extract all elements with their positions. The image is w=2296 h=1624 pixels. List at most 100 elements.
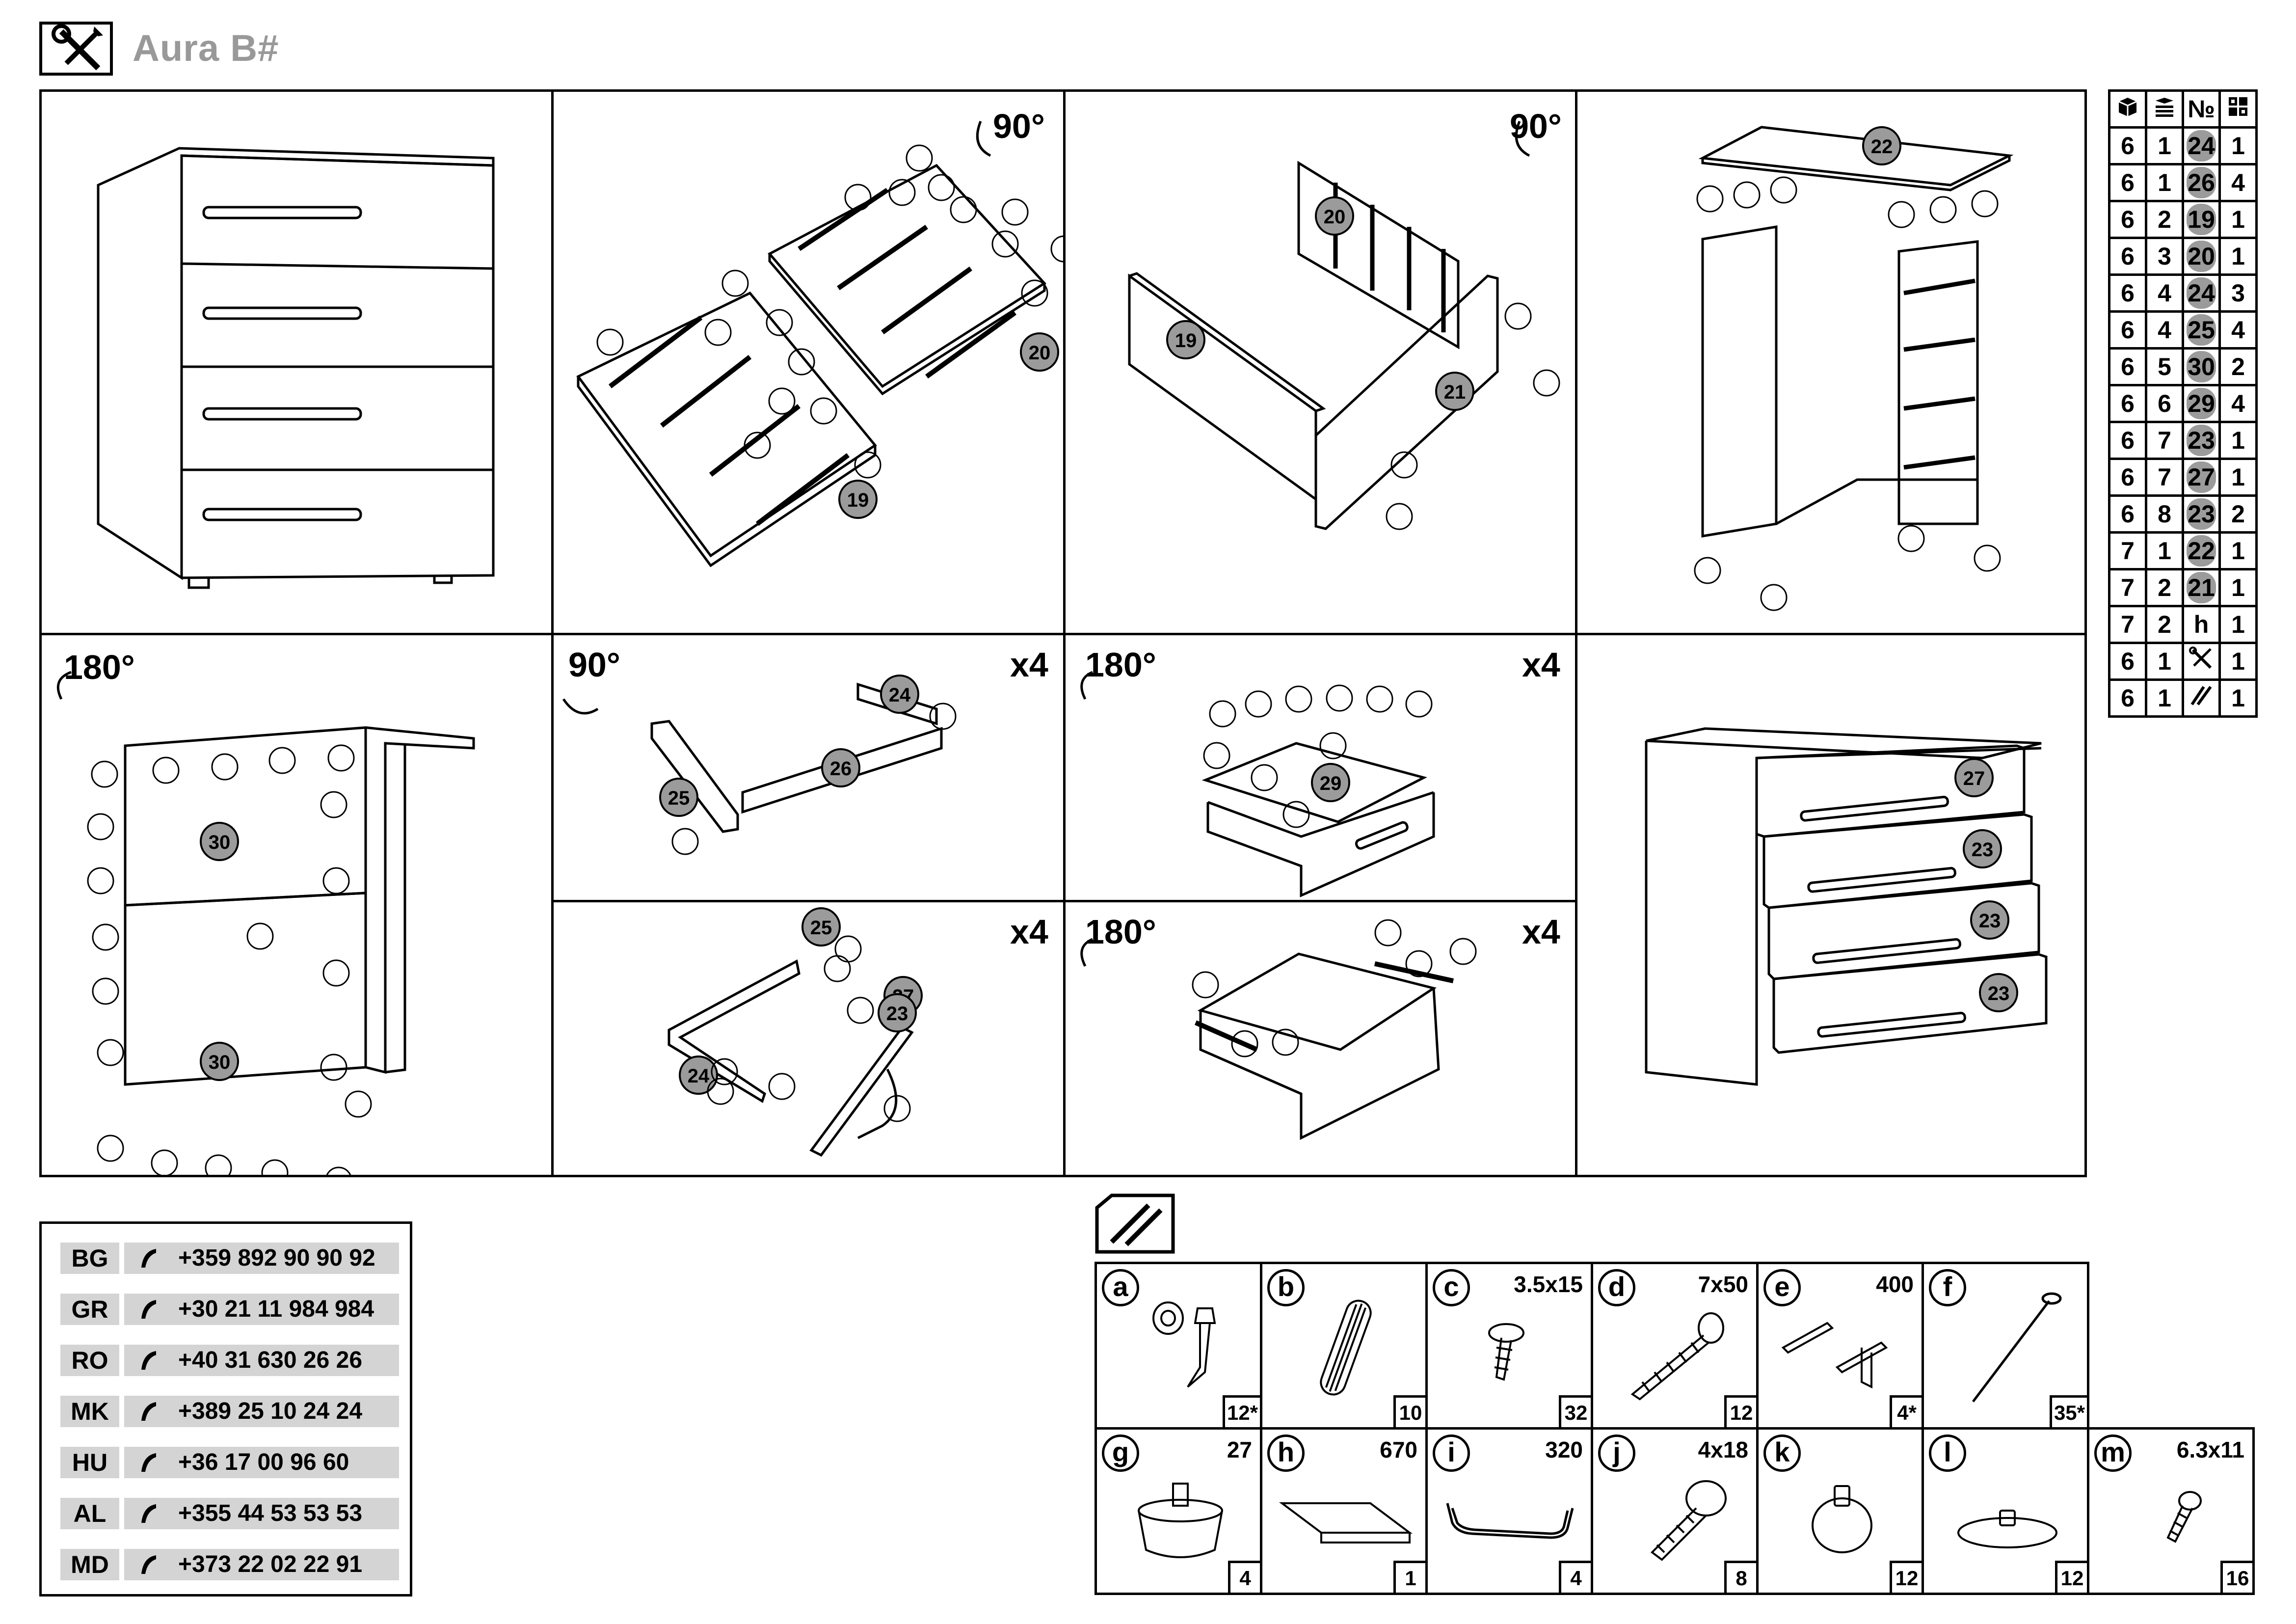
- hardware-item-h: h 670 1: [1260, 1427, 1428, 1595]
- hardware-item-i: i 320 4: [1425, 1427, 1593, 1595]
- grid-icon: [2218, 89, 2258, 129]
- part-number: 26: [2187, 167, 2216, 198]
- country-code: MK: [60, 1396, 119, 1427]
- svg-text:26: 26: [830, 758, 852, 780]
- hardware-item-d: d 7x50 12: [1591, 1262, 1759, 1430]
- part-number: 30: [2187, 351, 2216, 382]
- step-5-back-panels: 180° 30 30: [42, 635, 554, 1177]
- part-number: 25: [2187, 314, 2216, 346]
- part-number: 23: [2187, 425, 2216, 456]
- quantity-label: x4: [1010, 913, 1048, 951]
- step-3-side-and-back: 90° 19 20 21: [1066, 92, 1577, 635]
- hardware-item-e: e 400 4*: [1756, 1262, 1924, 1430]
- svg-text:24: 24: [688, 1065, 710, 1087]
- svg-text:21: 21: [1444, 381, 1466, 403]
- svg-text:27: 27: [1963, 768, 1985, 789]
- quantity-label: x4: [1522, 646, 1560, 684]
- rotation-label: 180°: [64, 648, 135, 686]
- nail-icon: [1972, 1292, 2062, 1403]
- part-number: 21: [2187, 572, 2216, 603]
- part-number: 23: [2187, 498, 2216, 530]
- page-title: Aura B#: [133, 27, 279, 69]
- part-number: 27: [2187, 461, 2216, 493]
- step-6-drawer-sides: 90° x4 26 25 24: [554, 635, 1066, 902]
- part-number: 24: [2187, 277, 2216, 309]
- svg-text:20: 20: [1029, 342, 1051, 364]
- phone-icon: [141, 1351, 156, 1370]
- hardware-icon: [2182, 678, 2221, 718]
- step-9-drawer-front: x4 25 24 27 23: [554, 902, 1066, 1177]
- tools-logo-icon: [39, 22, 113, 76]
- phone-number: +355 44 53 53 53: [124, 1498, 399, 1529]
- screw-icon: [1488, 1323, 1524, 1381]
- rotation-label: 90°: [993, 107, 1045, 145]
- hardware-item-c: c 3.5x15 32: [1425, 1262, 1593, 1430]
- country-code: AL: [60, 1498, 119, 1529]
- svg-text:29: 29: [1320, 773, 1342, 794]
- stack-icon: [2145, 89, 2184, 129]
- part-number: 22: [2187, 535, 2216, 567]
- quantity-label: x4: [1010, 646, 1048, 684]
- country-code: MD: [60, 1549, 119, 1580]
- hardware-item-b: b 10: [1260, 1262, 1428, 1430]
- hardware-item-g: g 27 4: [1095, 1427, 1262, 1595]
- hardware-item-f: f 35*: [1922, 1262, 2089, 1430]
- h-profile-icon: [1279, 1502, 1413, 1543]
- furniture-foot-icon: [1138, 1483, 1223, 1558]
- cap-icon: [1812, 1485, 1872, 1553]
- phone-number: +389 25 10 24 24: [124, 1396, 399, 1427]
- svg-text:22: 22: [1871, 136, 1893, 158]
- svg-text:19: 19: [1175, 330, 1197, 352]
- svg-text:30: 30: [209, 832, 231, 853]
- phone-icon: [141, 1249, 156, 1268]
- svg-text:25: 25: [668, 787, 690, 809]
- phone-icon: [141, 1504, 156, 1523]
- svg-text:19: 19: [847, 489, 869, 511]
- step-8-drawers-inserted: 27 23 23 23: [1577, 635, 2087, 1177]
- quantity-label: x4: [1522, 913, 1560, 951]
- hardware-list: a 12* b 10 c 3.5x15: [1095, 1262, 2255, 1596]
- phone-number: +36 17 00 96 60: [124, 1447, 399, 1478]
- part-number: 29: [2187, 388, 2216, 419]
- short-screw-icon: [2166, 1491, 2202, 1543]
- assembly-steps-grid: 90° 19 20: [39, 89, 2087, 1177]
- hardware-item-k: k 12: [1756, 1427, 1924, 1595]
- part-number: 20: [2187, 241, 2216, 272]
- rotation-label: 180°: [1085, 646, 1156, 684]
- phone-icon: [141, 1402, 156, 1421]
- step-10-drawer-runners: 180° x4: [1066, 902, 1577, 1177]
- country-code: GR: [60, 1294, 119, 1325]
- svg-text:23: 23: [1988, 983, 2010, 1004]
- drawer-runner-icon: [1781, 1322, 1888, 1389]
- rotation-label: 90°: [568, 646, 620, 684]
- svg-text:23: 23: [886, 1003, 908, 1025]
- machine-screw-icon: [1650, 1480, 1727, 1561]
- confirmat-screw-icon: [1630, 1312, 1724, 1401]
- svg-text:23: 23: [1979, 910, 2001, 932]
- parts-table-header: №: [2108, 89, 2258, 129]
- hardware-item-a: a 12*: [1095, 1262, 1262, 1430]
- disc-cap-icon: [1957, 1510, 2057, 1548]
- phone-number: +373 22 02 22 91: [124, 1549, 399, 1580]
- step-7-drawer-bottom: 180° x4 29: [1066, 635, 1577, 902]
- tools-icon: [2182, 642, 2221, 681]
- svg-text:30: 30: [209, 1052, 231, 1073]
- part-number: h: [2182, 605, 2221, 644]
- box-icon: [2108, 89, 2147, 129]
- phone-number: +40 31 630 26 26: [124, 1345, 399, 1376]
- dowel-icon: [1320, 1299, 1372, 1396]
- country-code: RO: [60, 1345, 119, 1376]
